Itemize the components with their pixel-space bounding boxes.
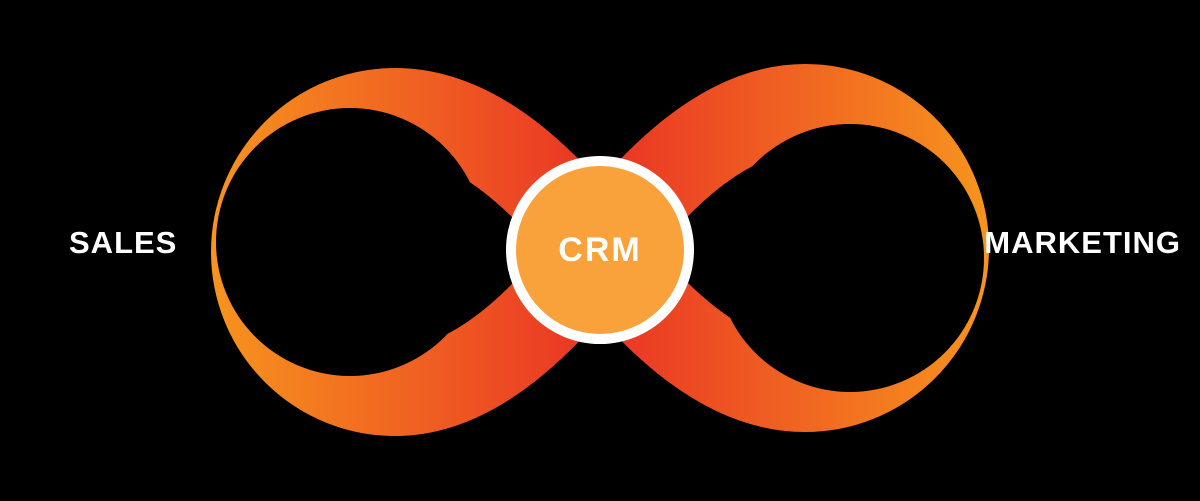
marketing-label: MARKETING [984,225,1181,260]
center-disc [516,166,684,334]
sales-label: SALES [69,225,178,260]
left-swoosh-cutout [216,108,484,376]
crm-label: CRM [558,230,642,269]
right-swoosh-cutout [716,124,984,392]
